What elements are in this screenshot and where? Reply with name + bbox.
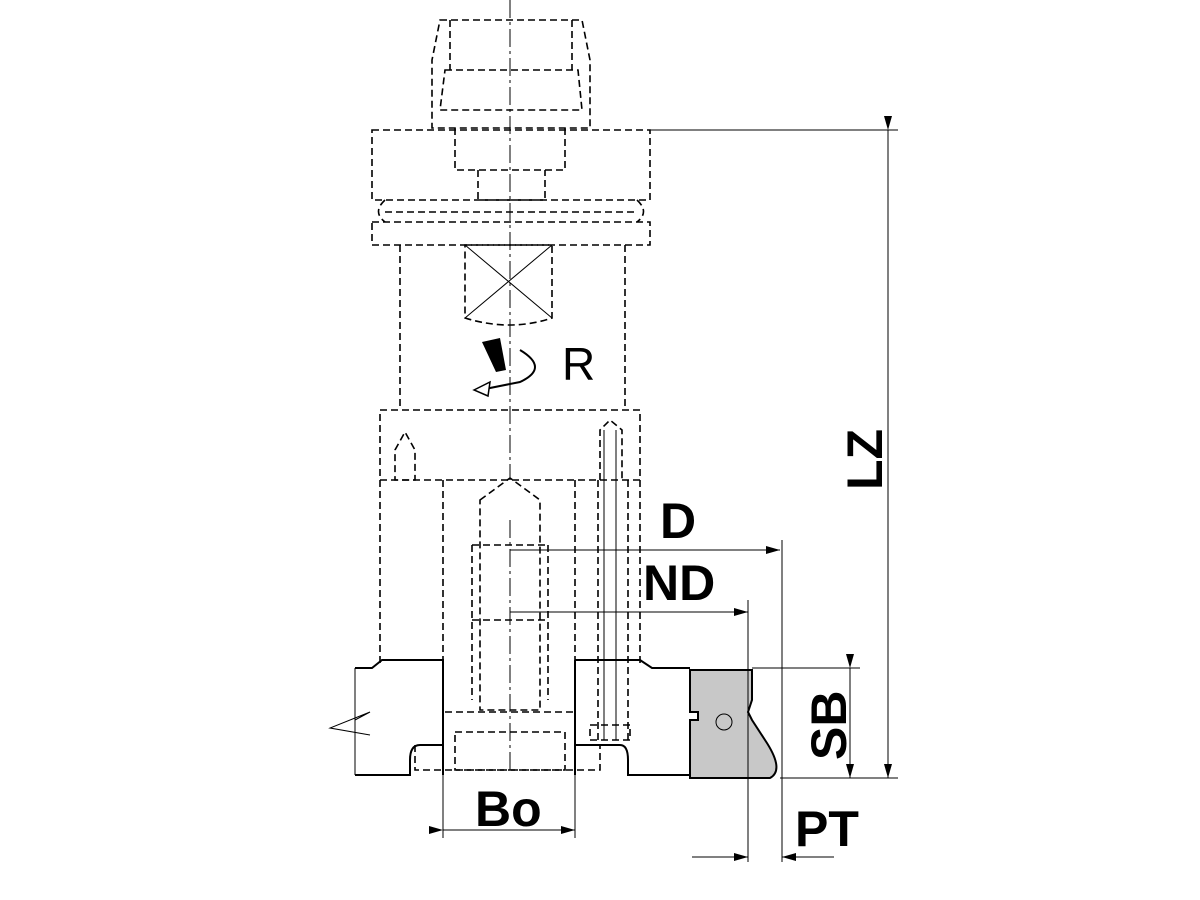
- dimension-sb: SB: [752, 654, 860, 778]
- dimension-bo: Bo: [429, 775, 576, 838]
- lower-body: [379, 430, 641, 740]
- sb-label: SB: [801, 691, 857, 760]
- dimension-d: D: [510, 493, 783, 862]
- dimension-nd: ND: [510, 555, 749, 862]
- spindle-body: [399, 244, 626, 410]
- nd-label: ND: [643, 555, 715, 611]
- rotation-label: R: [562, 338, 595, 390]
- bo-label: Bo: [475, 781, 542, 837]
- lz-label: LZ: [837, 429, 893, 490]
- d-label: D: [660, 493, 696, 549]
- dimension-pt: PT: [692, 801, 859, 861]
- rotation-arrow-icon: R: [472, 338, 595, 398]
- dimension-lz: LZ: [650, 116, 898, 779]
- tool-taper-shank: [431, 19, 591, 201]
- pt-label: PT: [795, 801, 859, 857]
- cutter-body: [328, 659, 690, 776]
- flange: [371, 129, 651, 246]
- cutting-insert: [689, 669, 778, 779]
